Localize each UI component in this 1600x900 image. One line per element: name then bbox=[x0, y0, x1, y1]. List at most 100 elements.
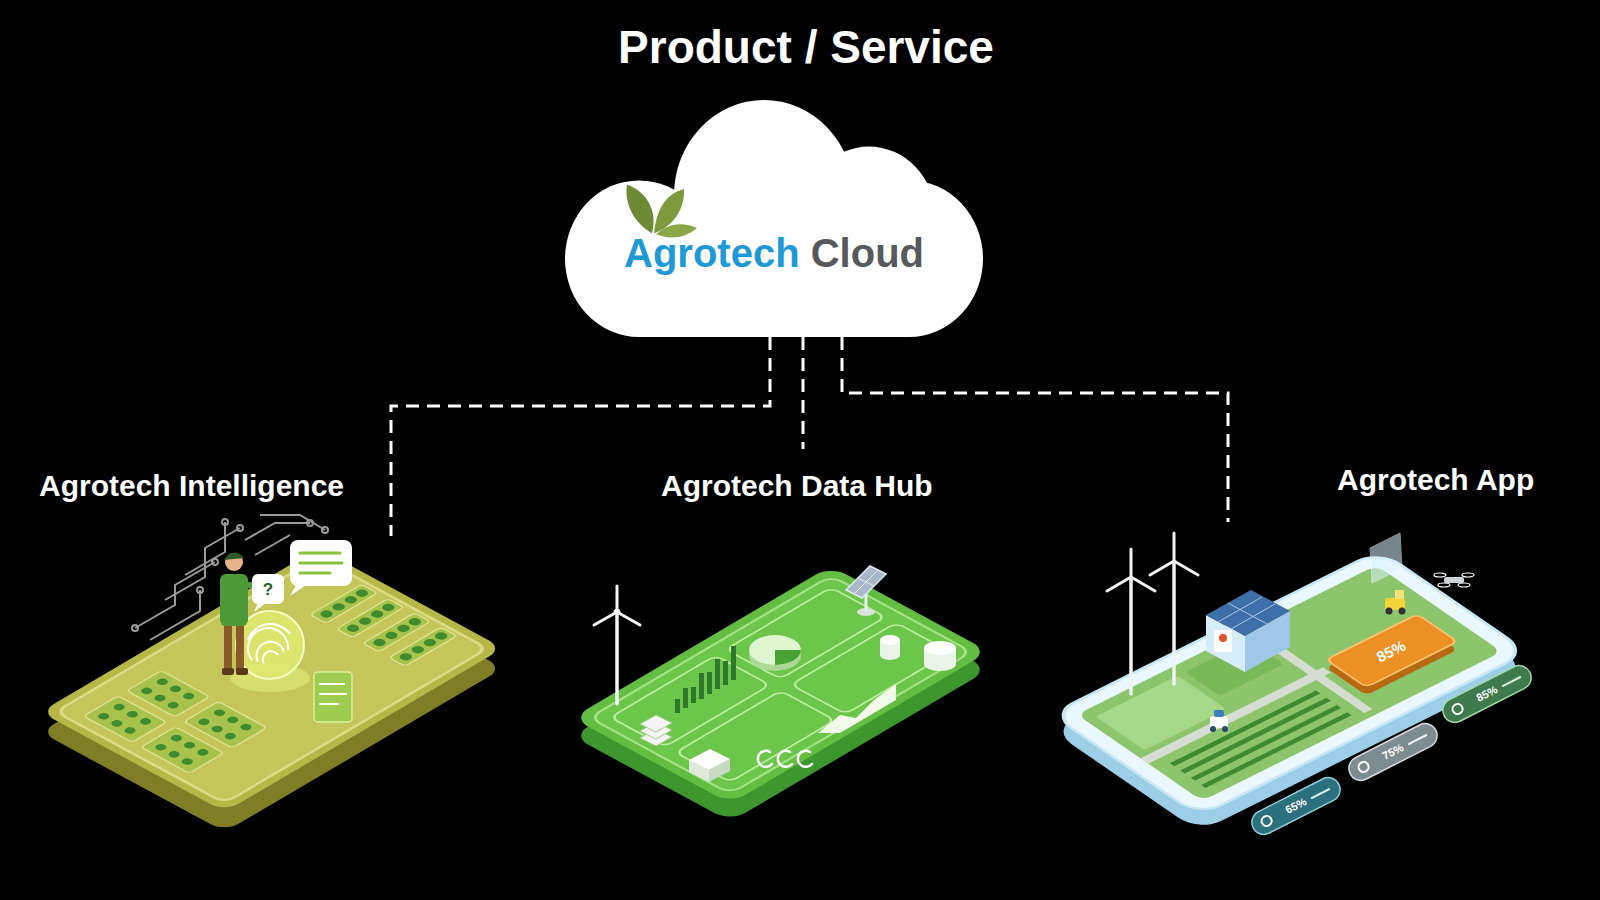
crop-row bbox=[1170, 691, 1352, 788]
drone bbox=[1438, 583, 1450, 587]
solar-panel bbox=[858, 578, 874, 586]
farmer-figure bbox=[220, 574, 248, 626]
wind-turbine bbox=[1173, 533, 1176, 561]
farmer-figure bbox=[220, 552, 256, 675]
drone bbox=[1444, 577, 1464, 583]
crop-plant bbox=[196, 717, 212, 726]
service-node: Agrotech App bbox=[1040, 522, 1544, 822]
crop-plant bbox=[344, 623, 361, 633]
crop-plant bbox=[421, 638, 438, 648]
data-hub-platform bbox=[726, 588, 886, 679]
wind-turbine bbox=[594, 612, 617, 625]
app-phone bbox=[1051, 533, 1535, 838]
fingerprint-hologram bbox=[263, 651, 278, 664]
crop-plant bbox=[139, 687, 155, 696]
crop-bed bbox=[184, 701, 267, 747]
area-chart bbox=[818, 684, 896, 733]
info-card bbox=[314, 672, 352, 722]
data-hub-platform bbox=[610, 655, 770, 746]
drone bbox=[1434, 573, 1474, 587]
crop-plant bbox=[154, 677, 170, 686]
circuit-lines bbox=[255, 535, 290, 555]
wind-turbine bbox=[1107, 533, 1198, 694]
storage-tank bbox=[924, 657, 956, 671]
bar-chart bbox=[699, 673, 704, 699]
white-cube bbox=[689, 760, 709, 782]
brand-word: Agrotech bbox=[624, 231, 800, 275]
info-card bbox=[320, 684, 346, 704]
crop-plant bbox=[225, 715, 241, 724]
orange-tile bbox=[1326, 614, 1457, 687]
service-node: Agrotech Intelligence bbox=[30, 536, 520, 826]
crop-plant bbox=[368, 609, 385, 619]
crop-plant bbox=[380, 603, 397, 613]
crop-plant bbox=[195, 748, 211, 757]
speech-bubble bbox=[252, 574, 284, 604]
crop-plant bbox=[342, 595, 359, 605]
tractor bbox=[1399, 608, 1406, 615]
wind-turbine bbox=[594, 586, 640, 704]
crop-plant bbox=[165, 701, 181, 710]
drone bbox=[1434, 573, 1474, 587]
farmer-figure bbox=[224, 622, 232, 672]
speech-bubble bbox=[300, 572, 330, 575]
app-phone bbox=[1051, 550, 1528, 816]
cloud-title: Agrotech Cloud bbox=[624, 229, 924, 277]
farm-building bbox=[1228, 603, 1267, 624]
data-hub-platform bbox=[791, 623, 951, 714]
crop-bed bbox=[127, 671, 210, 717]
robot-cart bbox=[1214, 710, 1224, 717]
circuit-lines bbox=[197, 587, 203, 593]
farmer-figure bbox=[225, 553, 243, 571]
fingerprint-hologram bbox=[248, 624, 290, 640]
farmer-figure bbox=[236, 668, 248, 675]
data-hub-platform bbox=[572, 566, 989, 804]
storage-tank bbox=[880, 650, 900, 660]
data-hub-platform bbox=[610, 588, 950, 783]
circuit-lines bbox=[260, 515, 325, 530]
orange-tile bbox=[1326, 614, 1457, 695]
solar-panel bbox=[846, 566, 886, 616]
wind-turbine bbox=[615, 614, 619, 704]
cloud-shape bbox=[564, 100, 984, 337]
circuit-lines bbox=[185, 522, 225, 575]
crop-plant bbox=[169, 734, 185, 743]
crop-plant bbox=[181, 692, 197, 701]
fingerprint-hologram bbox=[248, 624, 290, 664]
bar-chart bbox=[723, 661, 728, 685]
wind-turbine bbox=[1130, 549, 1133, 577]
info-card bbox=[320, 693, 346, 695]
crop-plant bbox=[96, 575, 450, 778]
farm-building bbox=[1219, 634, 1227, 642]
server-stack bbox=[640, 715, 672, 746]
bar-chart bbox=[715, 659, 720, 689]
crop-row bbox=[1191, 705, 1341, 781]
crop-plant bbox=[432, 631, 449, 641]
status-pill bbox=[1502, 677, 1521, 687]
bar-chart bbox=[675, 646, 736, 713]
crop-plant bbox=[168, 685, 184, 694]
crop-bed bbox=[84, 569, 457, 783]
bar-chart bbox=[675, 699, 680, 713]
circuit-lines bbox=[212, 559, 218, 565]
intelligence-platform bbox=[40, 548, 503, 812]
status-pill bbox=[1451, 702, 1464, 715]
farmer-figure bbox=[224, 552, 244, 560]
service-title: Agrotech App bbox=[1337, 462, 1534, 498]
farmer-figure bbox=[222, 668, 234, 675]
status-pill bbox=[1357, 760, 1370, 773]
wind-turbine bbox=[1131, 577, 1155, 591]
crop-plant bbox=[406, 617, 423, 627]
crop-plant bbox=[371, 638, 388, 648]
solar-panel bbox=[865, 594, 868, 612]
status-pill bbox=[1408, 735, 1427, 745]
circuit-lines bbox=[222, 519, 228, 525]
drone bbox=[1462, 573, 1474, 577]
crop-plant bbox=[356, 616, 373, 626]
data-hub-platform bbox=[589, 576, 971, 794]
wind-turbine bbox=[614, 609, 620, 615]
crop-plant bbox=[153, 743, 169, 752]
farm-building bbox=[1218, 597, 1275, 629]
crop-bed bbox=[389, 627, 457, 666]
speech-bubble bbox=[300, 553, 342, 573]
